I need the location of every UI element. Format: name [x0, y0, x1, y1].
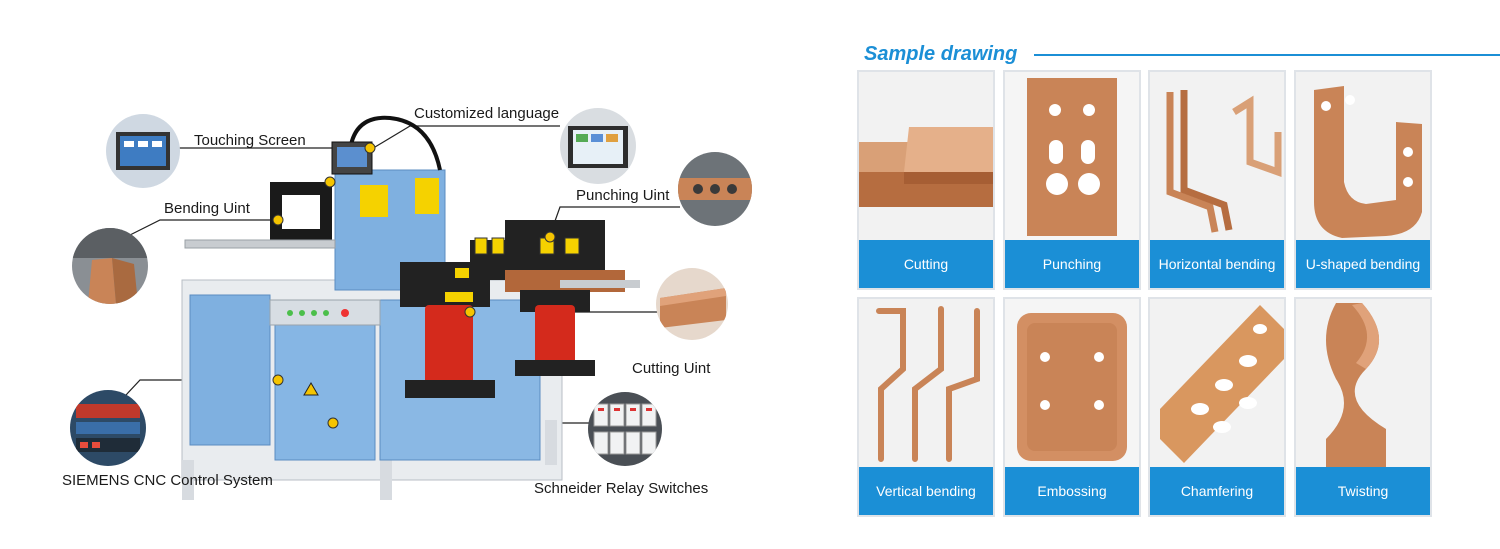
sample-caption: Vertical bending	[859, 467, 993, 515]
relay-switches-label: Schneider Relay Switches	[534, 480, 709, 497]
cutting-sample-image	[859, 72, 993, 242]
touching-screen-label: Touching Screen	[194, 132, 306, 149]
embossing-sample-image	[1005, 299, 1139, 469]
vertical-bending-sample-image	[859, 299, 993, 469]
customized-language-label: Customized language	[414, 105, 560, 122]
horizontal-bending-sample-image	[1150, 72, 1284, 242]
cutting-unit-label: Cutting Uint	[632, 360, 711, 377]
twisting-sample-image	[1296, 299, 1430, 469]
chamfering-sample-image	[1150, 299, 1284, 469]
bending-unit-label: Bending Uint	[164, 200, 250, 217]
control-system-label: SIEMENS CNC Control System	[62, 472, 273, 489]
punching-unit-thumbnail	[678, 152, 752, 226]
sample-caption: U-shaped bending	[1296, 240, 1430, 288]
sample-card-horizontal-bending: Horizontal bending	[1148, 70, 1286, 290]
sample-caption: Chamfering	[1150, 467, 1284, 515]
cutting-unit-thumbnail	[656, 268, 728, 340]
machine-illustration: Touching Screen Customized language Bend…	[62, 105, 752, 500]
sample-card-embossing: Embossing	[1003, 297, 1141, 517]
sample-caption: Cutting	[859, 240, 993, 288]
header-divider	[1034, 54, 1500, 56]
sample-caption: Punching	[1005, 240, 1139, 288]
sample-card-u-shaped-bending: U-shaped bending	[1294, 70, 1432, 290]
punching-sample-image	[1005, 72, 1139, 242]
sample-drawing-header: Sample drawing	[862, 40, 1500, 68]
machine-drawing	[111, 115, 680, 500]
sample-card-chamfering: Chamfering	[1148, 297, 1286, 517]
u-shaped-bending-sample-image	[1296, 72, 1430, 242]
sample-card-vertical-bending: Vertical bending	[857, 297, 995, 517]
sample-card-twisting: Twisting	[1294, 297, 1432, 517]
relay-switches-thumbnail	[588, 392, 662, 466]
sample-drawing-title: Sample drawing	[864, 43, 1018, 65]
control-system-thumbnail	[70, 390, 146, 466]
bending-unit-thumbnail	[72, 228, 148, 304]
sample-card-cutting: Cutting	[857, 70, 995, 290]
sample-card-punching: Punching	[1003, 70, 1141, 290]
punching-unit-label: Punching Uint	[576, 187, 670, 204]
touching-screen-thumbnail	[106, 114, 180, 188]
customized-language-thumbnail	[560, 108, 636, 184]
sample-caption: Embossing	[1005, 467, 1139, 515]
sample-caption: Horizontal bending	[1150, 240, 1284, 288]
sample-caption: Twisting	[1296, 467, 1430, 515]
